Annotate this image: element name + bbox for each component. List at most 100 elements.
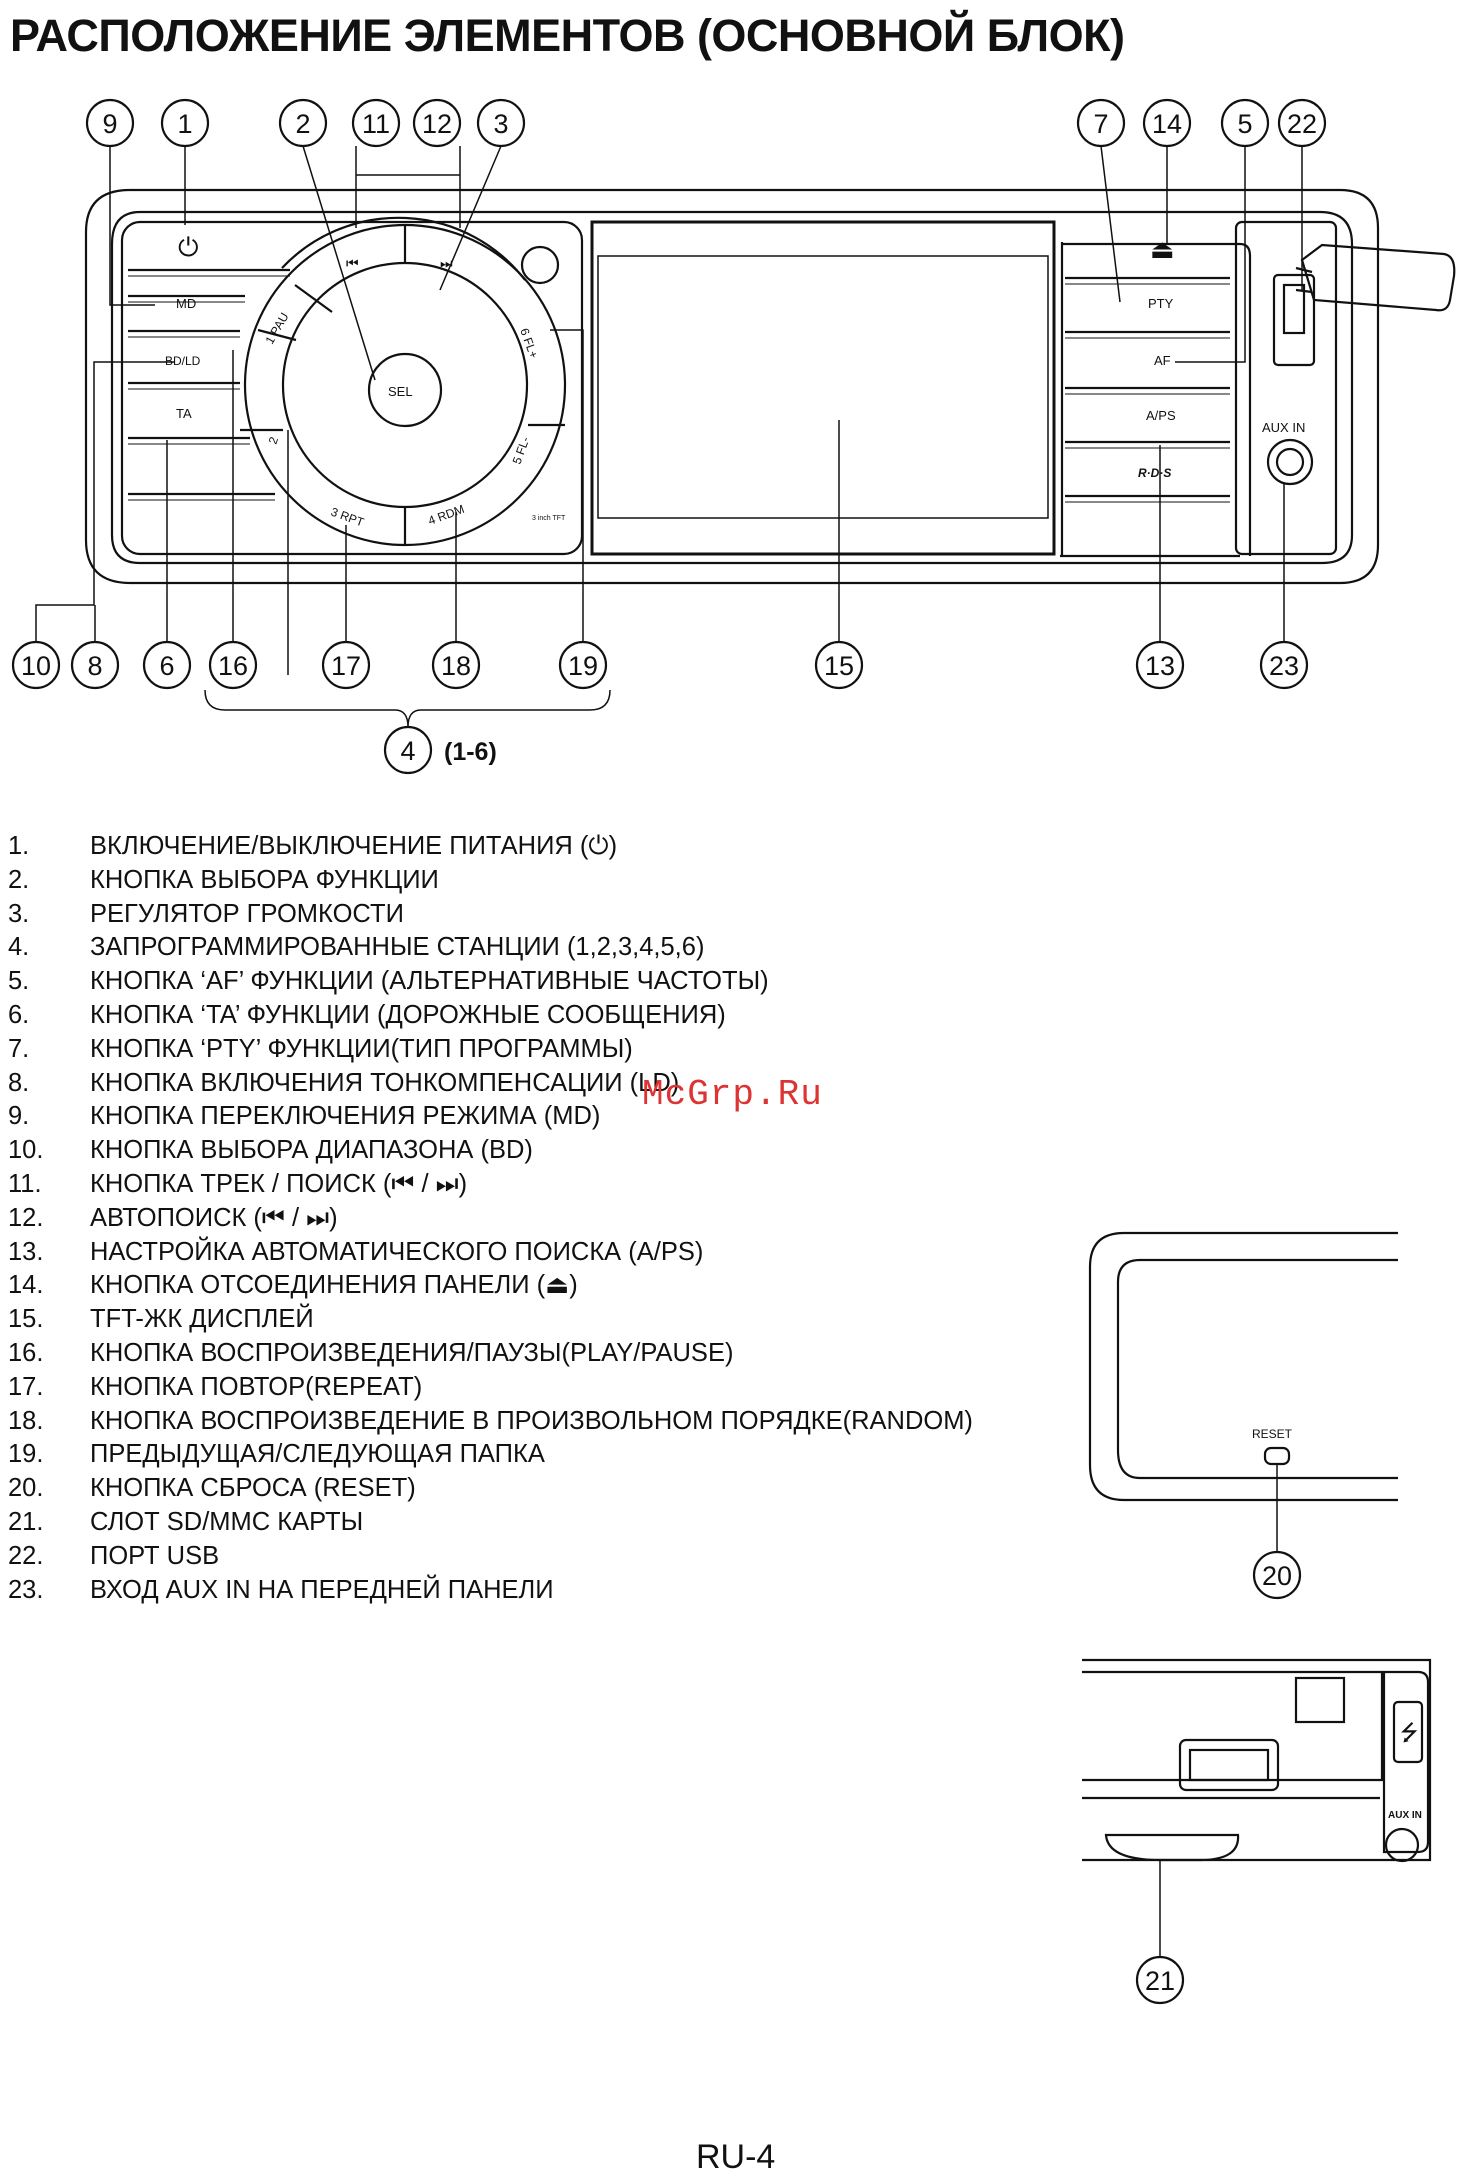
legend-item: 13. НАСТРОЙКА АВТОМАТИЧЕСКОГО ПОИСКА (A/P… xyxy=(8,1236,1038,1270)
legend-item: 20. КНОПКА СБРОСА (RESET) xyxy=(8,1472,1038,1506)
legend-number: 3. xyxy=(8,899,30,928)
legend-number: 9. xyxy=(8,1102,30,1131)
legend-item: 3.РЕГУЛЯТОР ГРОМКОСТИ xyxy=(8,898,1038,932)
callout-6: 6 xyxy=(159,651,174,681)
callout-16: 16 xyxy=(218,651,248,681)
legend-item: 4. ЗАПРОГРАММИРОВАННЫЕ СТАНЦИИ (1,2,3,4,5… xyxy=(8,931,1038,965)
usb-icon: ⭍ xyxy=(1400,1720,1418,1745)
legend-number: 5. xyxy=(8,967,30,996)
legend-item: 5. КНОПКА ‘AF’ ФУНКЦИИ (АЛЬТЕРНАТИВНЫЕ ЧА… xyxy=(8,965,1038,999)
aux-in-jack xyxy=(1266,438,1314,486)
legend-text: НАСТРОЙКА АВТОМАТИЧЕСКОГО ПОИСКА (A/PS) xyxy=(90,1237,704,1266)
legend-item: 6.КНОПКА ‘TA’ ФУНКЦИИ (ДОРОЖНЫЕ СООБЩЕНИ… xyxy=(8,999,1038,1033)
legend-number: 23. xyxy=(8,1575,44,1604)
legend-number: 20. xyxy=(8,1474,44,1503)
legend-text: ПРЕДЫДУЩАЯ/СЛЕДУЮЩАЯ ПАПКА xyxy=(90,1440,545,1469)
legend-text: КНОПКА ВОСПРОИЗВЕДЕНИЯ/ПАУЗЫ(PLAY/PAUSE) xyxy=(90,1338,734,1367)
legend-text: СЛОТ SD/MMC КАРТЫ xyxy=(90,1507,364,1536)
legend-item: 18. КНОПКА ВОСПРОИЗВЕДЕНИЕ В ПРОИЗВОЛЬНОМ… xyxy=(8,1405,1038,1439)
legend-item: 23. ВХОД AUX IN НА ПЕРЕДНЕЙ ПАНЕЛИ xyxy=(8,1574,1038,1608)
sd-slot xyxy=(1104,1833,1240,1862)
callout-22: 22 xyxy=(1287,109,1317,139)
legend-item: 12. АВТОПОИСК (⏮ / ⏭) xyxy=(8,1202,1038,1236)
callout-19: 19 xyxy=(568,651,598,681)
callout-10: 10 xyxy=(21,651,51,681)
legend-text: КНОПКА ВЫБОРА ФУНКЦИИ xyxy=(90,865,439,894)
callout-8: 8 xyxy=(87,651,102,681)
legend-item: 15. TFT-ЖК ДИСПЛЕЙ xyxy=(8,1303,1038,1337)
legend-text: КНОПКА ПЕРЕКЛЮЧЕНИЯ РЕЖИМА (MD) xyxy=(90,1102,601,1131)
preset-3-label: 3 RPT xyxy=(329,505,366,530)
callout-9: 9 xyxy=(102,109,117,139)
card-slot-side-view xyxy=(1082,1658,1432,1862)
prev-track-icon: ⏮ xyxy=(346,255,359,271)
callout-14: 14 xyxy=(1152,109,1182,139)
legend-text: ВКЛЮЧЕНИЕ/ВЫКЛЮЧЕНИЕ ПИТАНИЯ (⏻) xyxy=(90,832,618,860)
legend-number: 2. xyxy=(8,865,30,894)
md-button-label: MD xyxy=(176,296,196,311)
aux-usb-block xyxy=(1234,220,1338,556)
group-note: (1-6) xyxy=(444,738,497,766)
bottom-callout-circles xyxy=(11,640,1309,775)
rds-logo: R·D·S xyxy=(1138,466,1171,480)
legend-number: 13. xyxy=(8,1237,44,1266)
preset-2-label: 2 xyxy=(266,435,282,446)
legend-text: ВХОД AUX IN НА ПЕРЕДНЕЙ ПАНЕЛИ xyxy=(90,1575,554,1604)
watermark: McGrp.Ru xyxy=(642,1074,823,1115)
legend-text: КНОПКА ТРЕК / ПОИСК (⏮ / ⏭) xyxy=(90,1169,468,1198)
af-button-label: AF xyxy=(1154,353,1171,368)
legend-item: 2. КНОПКА ВЫБОРА ФУНКЦИИ xyxy=(8,864,1038,898)
legend-number: 8. xyxy=(8,1068,30,1097)
tft-display xyxy=(590,220,1056,556)
legend-text: ЗАПРОГРАММИРОВАННЫЕ СТАНЦИИ (1,2,3,4,5,6… xyxy=(90,933,705,962)
legend-text: КНОПКА СБРОСА (RESET) xyxy=(90,1474,416,1503)
legend-number: 19. xyxy=(8,1440,44,1469)
legend-number: 14. xyxy=(8,1271,44,1300)
panel-housing xyxy=(84,188,1380,585)
page-number: RU-4 xyxy=(696,2138,776,2176)
legend-text: TFT-ЖК ДИСПЛЕЙ xyxy=(90,1305,314,1334)
legend-text: КНОПКА ОТСОЕДИНЕНИЯ ПАНЕЛИ (⏏) xyxy=(90,1271,578,1300)
legend-text: КНОПКА ВКЛЮЧЕНИЯ ТОНКОМПЕНСАЦИИ (LD) xyxy=(90,1068,680,1097)
legend-list: 1.ВКЛЮЧЕНИЕ/ВЫКЛЮЧЕНИЕ ПИТАНИЯ (⏻)2.КНОП… xyxy=(8,830,1038,1607)
legend-item: 22.ПОРТ USB xyxy=(8,1540,1038,1574)
legend-item: 21. СЛОТ SD/MMC КАРТЫ xyxy=(8,1506,1038,1540)
legend-number: 18. xyxy=(8,1406,44,1435)
aux-in-label: AUX IN xyxy=(1262,420,1305,435)
legend-text: КНОПКА ПОВТОР(REPEAT) xyxy=(90,1372,423,1401)
legend-item: 9. КНОПКА ПЕРЕКЛЮЧЕНИЯ РЕЖИМА (MD) xyxy=(8,1100,1038,1134)
callout-1: 1 xyxy=(177,109,192,139)
ta-button-label: TA xyxy=(176,406,192,421)
legend-text: КНОПКА ‘PTY’ ФУНКЦИИ(ТИП ПРОГРАММЫ) xyxy=(90,1034,633,1063)
legend-number: 12. xyxy=(8,1203,44,1232)
callout-11: 11 xyxy=(362,109,390,139)
left-button-area xyxy=(120,220,584,556)
slot-aux-label: AUX IN xyxy=(1388,1810,1422,1821)
legend-number: 16. xyxy=(8,1338,44,1367)
legend-text: КНОПКА ‘AF’ ФУНКЦИИ (АЛЬТЕРНАТИВНЫЕ ЧАСТ… xyxy=(90,967,769,996)
legend-number: 4. xyxy=(8,933,30,962)
usb-stick xyxy=(1300,243,1456,312)
page-title: РАСПОЛОЖЕНИЕ ЭЛЕМЕНТОВ (ОСНОВНОЙ БЛОК) xyxy=(10,10,1125,61)
legend-text: КНОПКА ‘TA’ ФУНКЦИИ (ДОРОЖНЫЕ СООБЩЕНИЯ) xyxy=(90,1000,726,1029)
panel-inner-frame xyxy=(110,210,1354,565)
legend-item: 14. КНОПКА ОТСОЕДИНЕНИЯ ПАНЕЛИ (⏏) xyxy=(8,1269,1038,1303)
legend-number: 17. xyxy=(8,1372,44,1401)
legend-number: 21. xyxy=(8,1507,44,1536)
aps-button-label: A/PS xyxy=(1146,408,1176,423)
legend-text: КНОПКА ВОСПРОИЗВЕДЕНИЕ В ПРОИЗВОЛЬНОМ ПО… xyxy=(90,1406,973,1435)
legend-number: 15. xyxy=(8,1305,44,1334)
callout-2: 2 xyxy=(295,109,310,139)
callout-13: 13 xyxy=(1145,651,1175,681)
legend-item: 16. КНОПКА ВОСПРОИЗВЕДЕНИЯ/ПАУЗЫ(PLAY/PAU… xyxy=(8,1337,1038,1371)
callout-5: 5 xyxy=(1237,109,1252,139)
legend-item: 17. КНОПКА ПОВТОР(REPEAT) xyxy=(8,1371,1038,1405)
callout-7: 7 xyxy=(1093,109,1108,139)
callout-21: 21 xyxy=(1145,1966,1175,1996)
callout-17: 17 xyxy=(331,651,361,681)
callout-12: 12 xyxy=(422,109,452,139)
legend-text: КНОПКА ВЫБОРА ДИАПАЗОНА (BD) xyxy=(90,1136,533,1165)
callout-20: 20 xyxy=(1262,1561,1292,1591)
legend-text: АВТОПОИСК (⏮ / ⏭) xyxy=(90,1203,338,1232)
